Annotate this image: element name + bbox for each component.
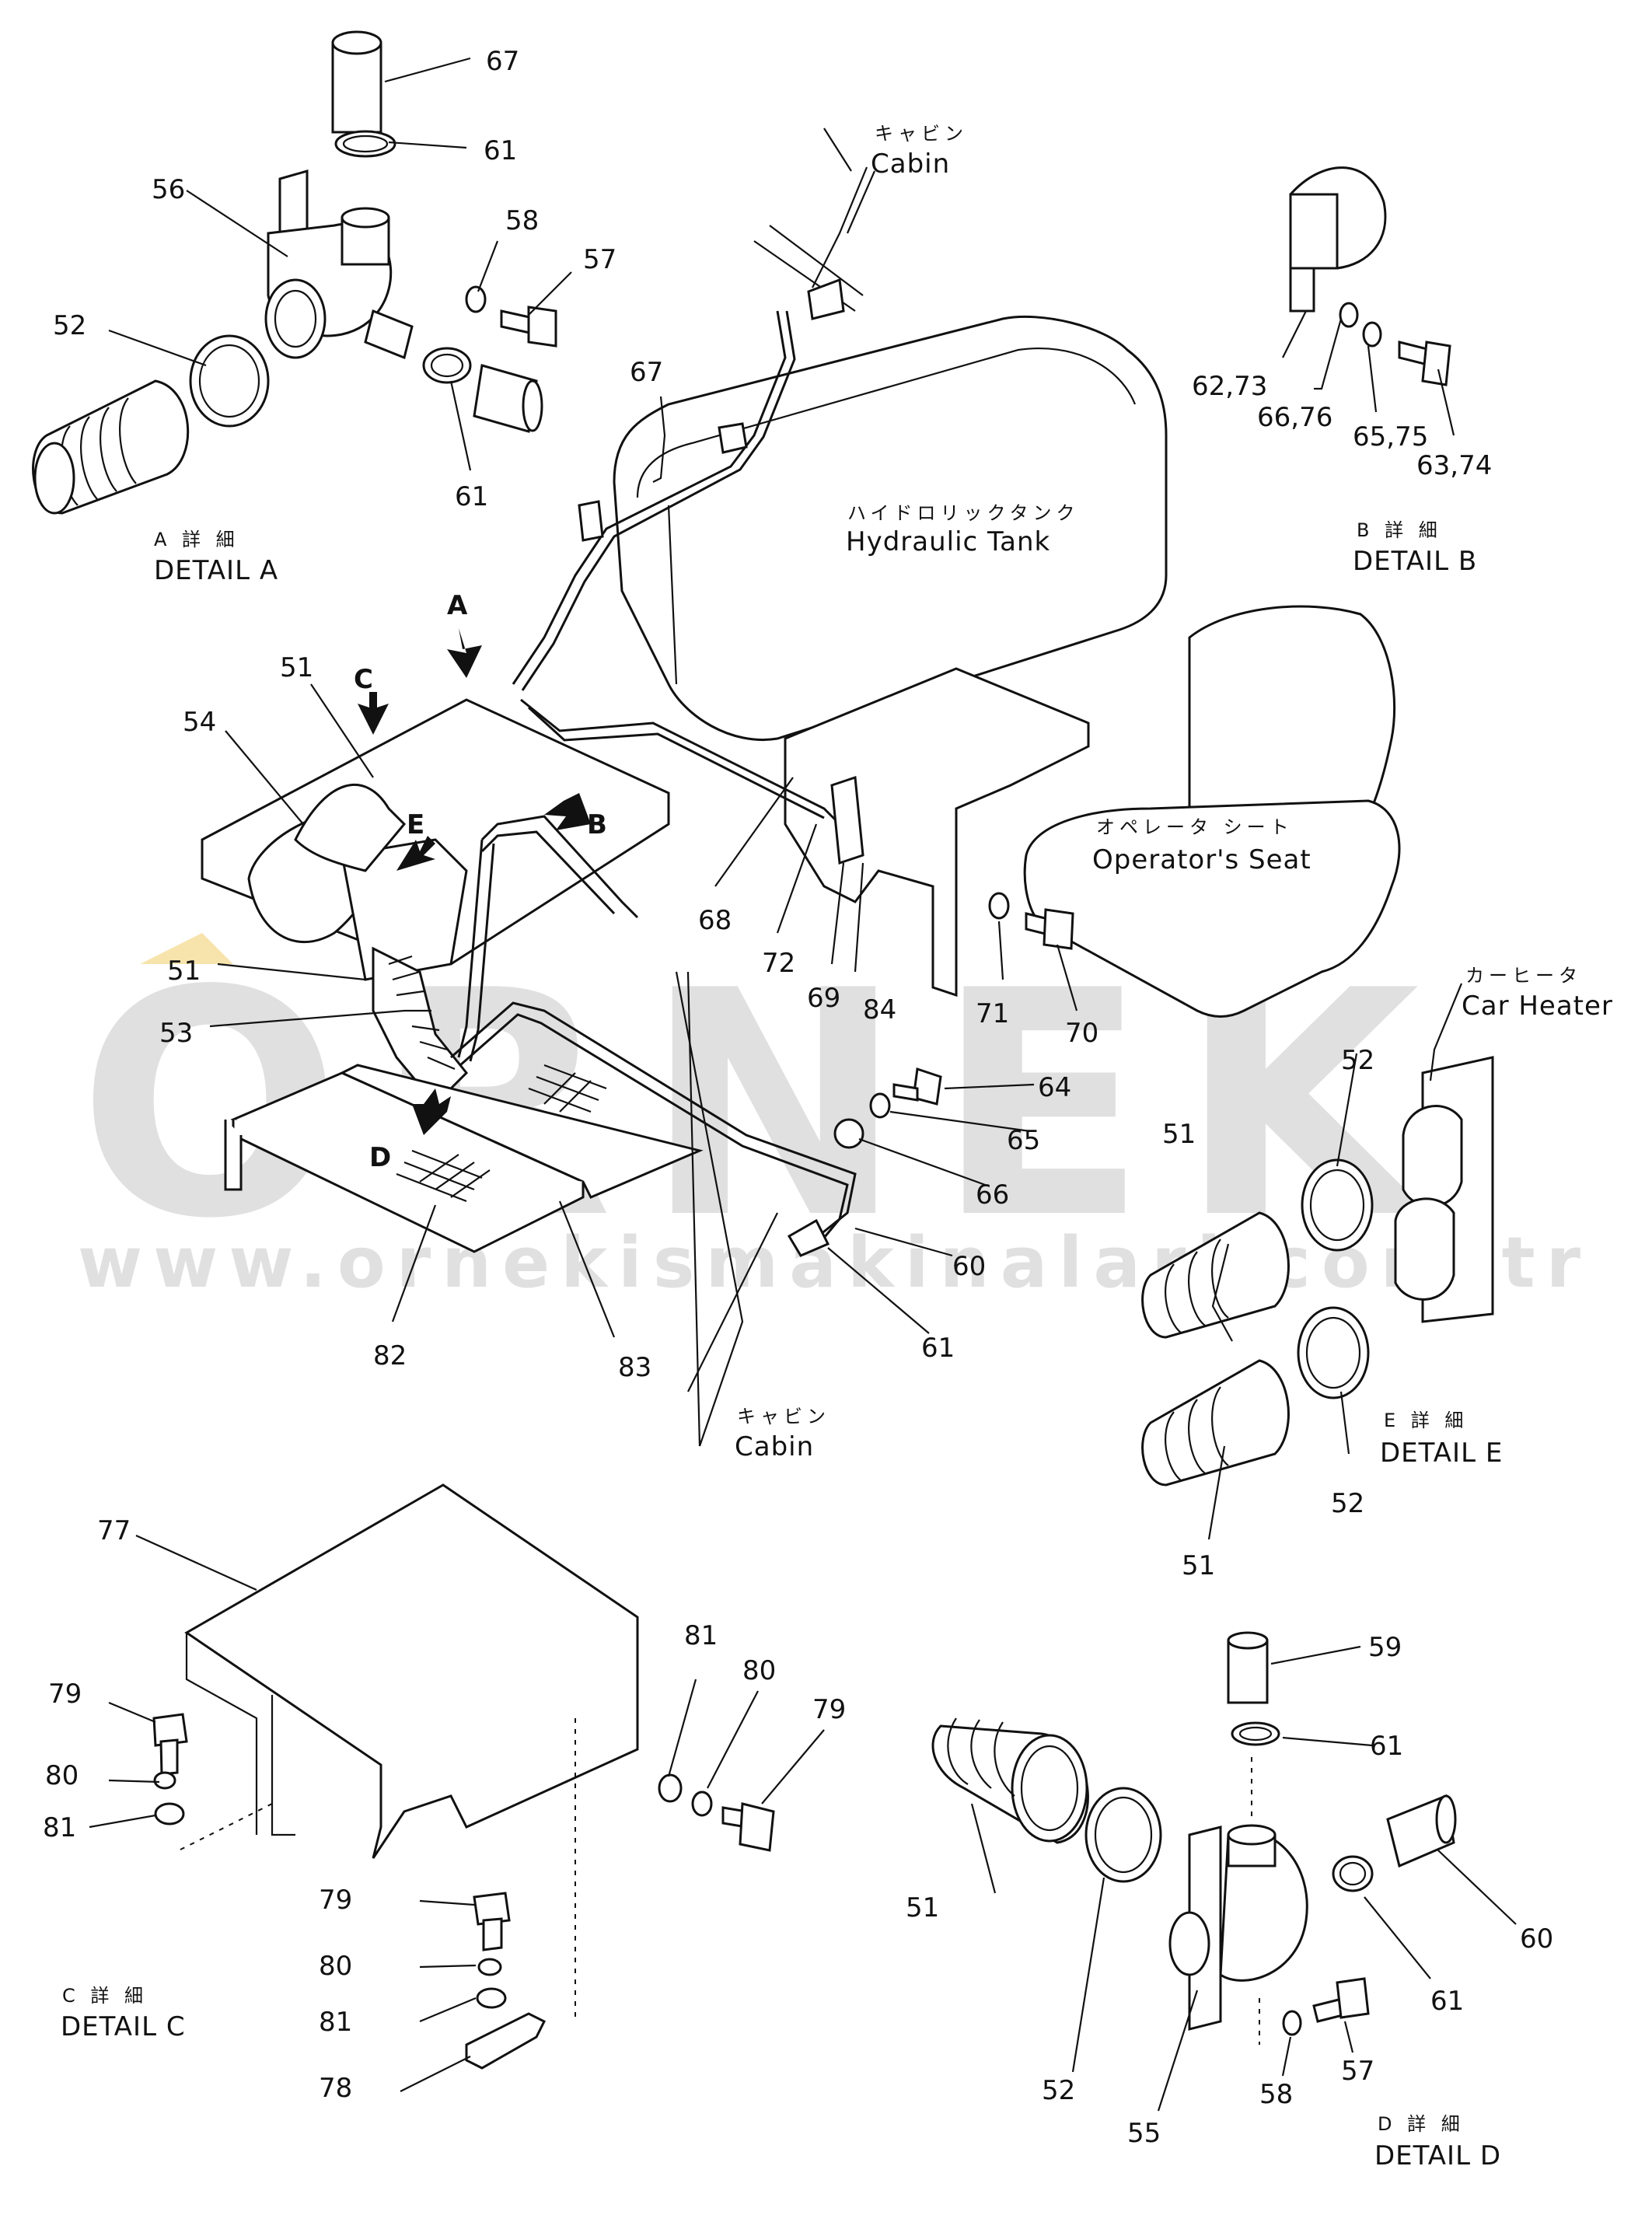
arrow-d: D xyxy=(369,1088,451,1173)
view-arrows: A B C D E xyxy=(354,590,607,1173)
part-60-main: 60 xyxy=(952,1251,986,1282)
annotations: キャビン Cabin ハイドロリックタンク Hydraulic Tank オペレ… xyxy=(735,123,1613,1462)
part-52-e-top: 52 xyxy=(1341,1045,1374,1076)
cabin-top-label-jp: キャビン xyxy=(875,123,968,145)
car-heater-label: Car Heater xyxy=(1462,990,1613,1022)
part-57-d: 57 xyxy=(1341,2056,1374,2087)
part-71: 71 xyxy=(976,998,1009,1029)
part-51-left: 51 xyxy=(167,956,201,987)
part-64: 64 xyxy=(1038,1072,1071,1103)
detail-c-title-jp: C 詳 細 xyxy=(62,1985,148,2007)
main-assembly xyxy=(201,225,1494,1487)
part-58-d: 58 xyxy=(1259,2079,1293,2110)
hydraulic-tank-label-jp: ハイドロリックタンク xyxy=(847,502,1080,524)
detail-b-drawing xyxy=(1289,166,1451,386)
part-52-a: 52 xyxy=(53,310,86,341)
part-65: 65 xyxy=(1007,1125,1040,1156)
detail-c-drawing xyxy=(152,1483,775,2070)
part-70: 70 xyxy=(1065,1018,1098,1049)
detail-a-title-jp: A 詳 細 xyxy=(154,529,239,550)
cabin-bottom-label: Cabin xyxy=(735,1431,814,1462)
cabin-bottom-label-jp: キャビン xyxy=(737,1406,830,1427)
part-80-c-right: 80 xyxy=(742,1655,776,1686)
arrow-e-label: E xyxy=(407,809,424,840)
detail-a-drawing xyxy=(32,30,557,515)
part-52-e-bottom: 52 xyxy=(1331,1488,1364,1519)
part-81-c-left: 81 xyxy=(43,1812,76,1843)
arrow-a-label: A xyxy=(447,590,468,621)
part-72: 72 xyxy=(762,948,795,979)
arrow-d-label: D xyxy=(369,1142,391,1173)
detail-c-title: DETAIL C xyxy=(61,2011,186,2042)
part-59: 59 xyxy=(1368,1632,1402,1663)
part-61-main: 61 xyxy=(921,1333,955,1364)
part-84: 84 xyxy=(863,994,896,1025)
part-53: 53 xyxy=(159,1018,193,1049)
detail-d-drawing xyxy=(931,1631,1457,2045)
part-62-73: 62,73 xyxy=(1192,371,1267,402)
part-61-a-bottom: 61 xyxy=(455,481,488,512)
part-51-e-top: 51 xyxy=(1162,1119,1196,1150)
detail-a-title: DETAIL A xyxy=(154,555,278,586)
part-81-c-bottom: 81 xyxy=(319,2007,352,2038)
detail-e-title-jp: E 詳 細 xyxy=(1384,1410,1468,1431)
detail-b-title-jp: B 詳 細 xyxy=(1357,519,1442,541)
car-heater-label-jp: カーヒータ xyxy=(1465,965,1582,987)
part-83: 83 xyxy=(618,1352,651,1383)
arrow-a: A xyxy=(447,590,482,678)
part-61-d-bottom: 61 xyxy=(1430,1986,1464,2017)
part-58-a: 58 xyxy=(505,205,539,236)
part-68: 68 xyxy=(698,905,732,936)
part-66: 66 xyxy=(976,1179,1009,1211)
part-63-74: 63,74 xyxy=(1416,450,1492,481)
part-66-76: 66,76 xyxy=(1257,402,1332,433)
part-57-a: 57 xyxy=(583,244,616,275)
part-79-c-right: 79 xyxy=(812,1694,846,1725)
operator-seat-label-jp: オペレータ シート xyxy=(1096,816,1294,838)
detail-b-title: DETAIL B xyxy=(1353,546,1477,577)
part-81-c-right: 81 xyxy=(684,1620,718,1651)
part-51-d: 51 xyxy=(906,1892,939,1923)
part-77: 77 xyxy=(97,1515,131,1546)
part-55: 55 xyxy=(1127,2118,1161,2149)
part-82: 82 xyxy=(373,1340,407,1371)
arrow-c: C xyxy=(354,664,389,735)
part-56: 56 xyxy=(152,174,185,205)
detail-d-title: DETAIL D xyxy=(1374,2140,1501,2171)
arrow-c-label: C xyxy=(354,664,373,695)
part-67-top: 67 xyxy=(486,46,519,77)
part-60-d: 60 xyxy=(1520,1923,1553,1955)
part-54: 54 xyxy=(183,707,216,738)
arrow-b-label: B xyxy=(587,809,607,840)
part-52-d: 52 xyxy=(1042,2075,1075,2106)
part-61-d-top: 61 xyxy=(1370,1731,1403,1762)
part-79-c-left: 79 xyxy=(48,1679,82,1710)
part-51-top: 51 xyxy=(280,652,313,683)
detail-d-title-jp: D 詳 細 xyxy=(1378,2113,1465,2135)
part-78: 78 xyxy=(319,2073,352,2104)
part-80-c-left: 80 xyxy=(45,1760,79,1791)
cabin-top-label: Cabin xyxy=(871,148,950,180)
part-79-c-bottom: 79 xyxy=(319,1885,352,1916)
part-65-75: 65,75 xyxy=(1353,421,1428,452)
arrow-e: E xyxy=(396,809,435,871)
arrow-b: B xyxy=(544,793,607,840)
operator-seat-label: Operator's Seat xyxy=(1092,844,1311,875)
part-61-a-top: 61 xyxy=(484,135,517,166)
part-number-labels: 67 61 56 58 57 52 61 67 62,73 66,76 65,7… xyxy=(43,46,1553,2149)
leader-lines xyxy=(89,57,1517,2112)
hydraulic-tank-label: Hydraulic Tank xyxy=(846,526,1050,557)
detail-titles: A 詳 細 DETAIL A B 詳 細 DETAIL B C 詳 細 DETA… xyxy=(61,519,1503,2171)
part-51-e-bottom: 51 xyxy=(1182,1550,1215,1581)
part-80-c-bottom: 80 xyxy=(319,1951,352,1982)
part-69: 69 xyxy=(807,983,840,1014)
detail-e-title: DETAIL E xyxy=(1380,1438,1503,1469)
part-67-main: 67 xyxy=(630,357,663,388)
